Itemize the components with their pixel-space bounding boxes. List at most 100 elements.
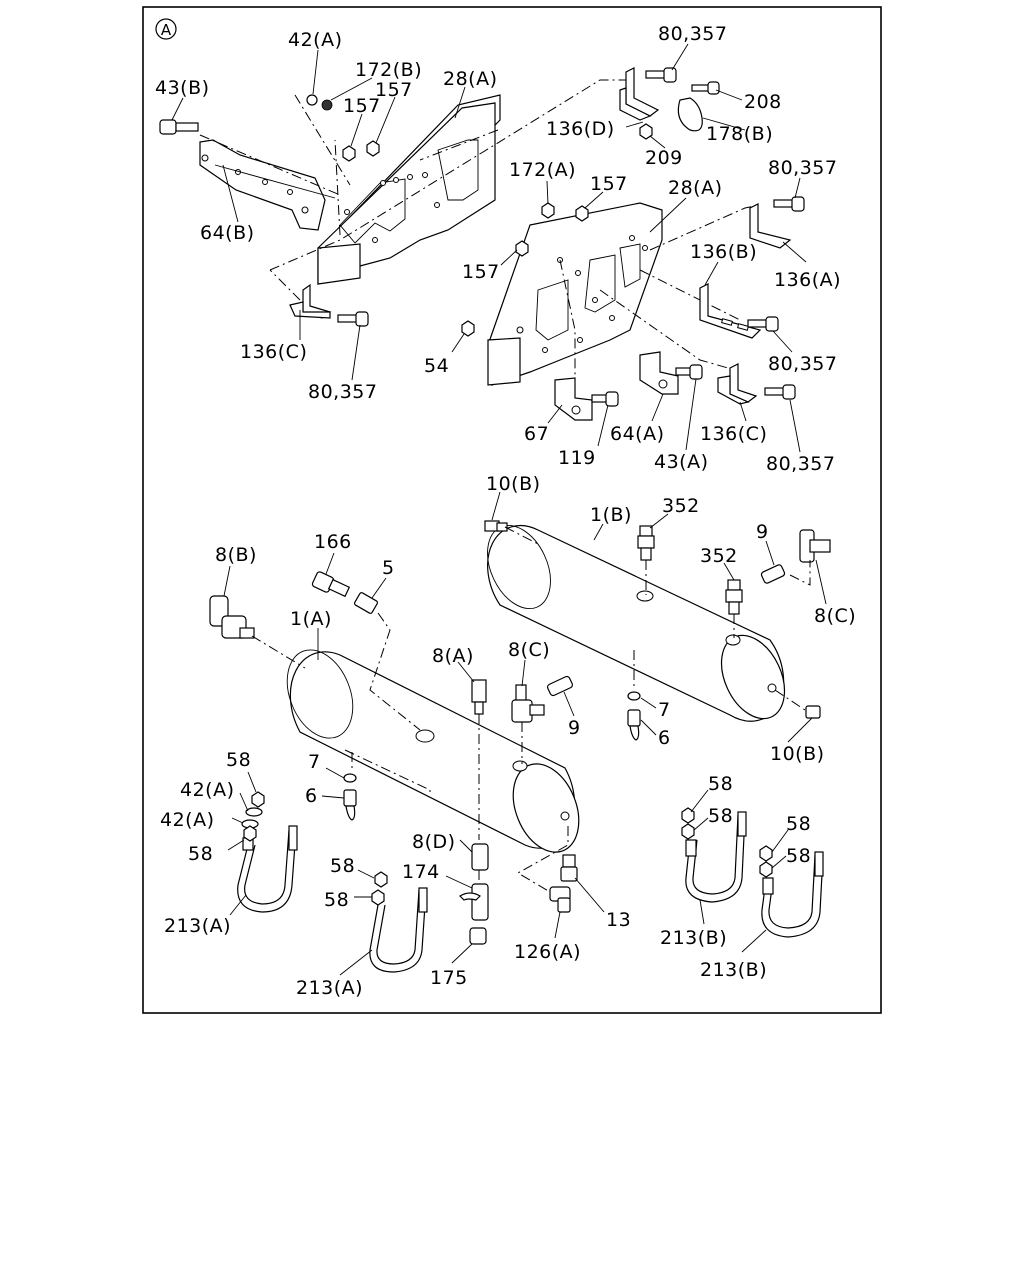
tank-1b: [487, 524, 786, 722]
bolt-80-357-bot: [764, 384, 796, 400]
label-157: 157: [462, 261, 500, 283]
label-119: 119: [558, 447, 596, 469]
label-8d: 8(D): [412, 831, 456, 853]
bolt-80-357-left: [337, 311, 369, 327]
nut-209: [639, 123, 653, 140]
bracket-67: [554, 377, 593, 421]
label-157: 157: [375, 79, 413, 101]
label-58: 58: [324, 889, 349, 911]
plug-175: [469, 927, 487, 945]
label-42a: 42(A): [160, 809, 215, 831]
label-126a: 126(A): [514, 941, 581, 963]
label-1b: 1(B): [590, 504, 632, 526]
tank-1a: [286, 649, 580, 853]
guide-line: [334, 139, 341, 236]
plug-10b-top: [484, 520, 508, 532]
nut-58-h: [759, 861, 773, 878]
bracket-64a: [639, 351, 679, 395]
label-80-357: 80,357: [308, 381, 377, 403]
plug-10b-bot: [805, 705, 821, 719]
label-175: 175: [430, 967, 468, 989]
label-8b: 8(B): [215, 544, 257, 566]
fitting-166: [311, 571, 351, 598]
nut-58-d: [371, 889, 385, 906]
bracket-28a-right: [487, 202, 663, 386]
label-58: 58: [786, 845, 811, 867]
clamp-178b: [677, 97, 703, 132]
label-1a: 1(A): [290, 608, 332, 630]
fitting-13: [560, 854, 578, 882]
nut-58-b: [243, 825, 257, 842]
fitting-8a: [471, 679, 487, 715]
fitting-352-a: [637, 525, 655, 561]
fitting-8d: [471, 843, 489, 871]
nut-157-b: [366, 140, 380, 157]
valve-5: [353, 592, 379, 614]
part-labels: 42(A) 172(B) 28(A) 43(B) 157 157 64(B) 8…: [155, 23, 856, 999]
nut-54: [461, 320, 475, 337]
bracket-136c-right: [717, 363, 758, 405]
label-9: 9: [568, 717, 581, 739]
bolt-43b: [159, 119, 199, 135]
label-5: 5: [382, 557, 395, 579]
fitting-352-b: [725, 579, 743, 615]
label-172a: 172(A): [509, 159, 576, 181]
label-58: 58: [226, 749, 251, 771]
label-6: 6: [658, 727, 671, 749]
bracket-136d: [619, 67, 660, 121]
bracket-28a-left: [317, 94, 501, 285]
valve-6-left: [343, 789, 357, 821]
label-352: 352: [700, 545, 738, 567]
label-80-357: 80,357: [766, 453, 835, 475]
bracket-136a: [749, 203, 792, 249]
label-13: 13: [606, 909, 631, 931]
bolt-208: [691, 81, 720, 95]
guide-line: [294, 94, 351, 186]
label-54: 54: [424, 355, 449, 377]
fitting-9-right: [760, 564, 786, 584]
view-marker-letter: A: [161, 21, 172, 39]
ubolt-213b-a: [685, 811, 747, 903]
bolt-119: [591, 391, 619, 407]
label-58: 58: [330, 855, 355, 877]
label-209: 209: [645, 147, 683, 169]
label-58: 58: [786, 813, 811, 835]
washer-7-left: [343, 773, 357, 783]
nut-157-a: [342, 145, 356, 162]
tee-8c-right: [799, 529, 831, 563]
bolt-80-357-top: [645, 67, 677, 83]
label-80-357: 80,357: [658, 23, 727, 45]
nut-58-c: [374, 871, 388, 888]
label-172b: 172(B): [355, 59, 422, 81]
label-136c: 136(C): [240, 341, 307, 363]
nut-58-f: [681, 823, 695, 840]
ubolt-213a-mid: [369, 887, 428, 973]
label-58: 58: [188, 843, 213, 865]
tee-8c-mid: [511, 684, 545, 723]
label-80-357: 80,357: [768, 353, 837, 375]
leader-lines: [171, 43, 827, 976]
elbow-126a: [549, 886, 571, 913]
ubolt-213b-b: [761, 851, 824, 938]
label-42a: 42(A): [288, 29, 343, 51]
label-136c: 136(C): [700, 423, 767, 445]
label-7: 7: [658, 699, 671, 721]
label-80-357: 80,357: [768, 157, 837, 179]
washer-7-right: [627, 691, 641, 701]
bolt-80-357-right: [773, 196, 805, 212]
ubolt-213a-left: [237, 825, 298, 913]
bolt-80-357-mid: [747, 316, 779, 332]
nut-157-c: [575, 205, 589, 222]
label-58: 58: [708, 805, 733, 827]
label-9: 9: [756, 521, 769, 543]
nut-58-a: [251, 791, 265, 808]
label-42a: 42(A): [180, 779, 235, 801]
label-136a: 136(A): [774, 269, 841, 291]
label-213a: 213(A): [164, 915, 231, 937]
label-58: 58: [708, 773, 733, 795]
label-213b: 213(B): [660, 927, 727, 949]
label-43a: 43(A): [654, 451, 709, 473]
elbow-8b: [209, 595, 255, 639]
label-136b: 136(B): [690, 241, 757, 263]
